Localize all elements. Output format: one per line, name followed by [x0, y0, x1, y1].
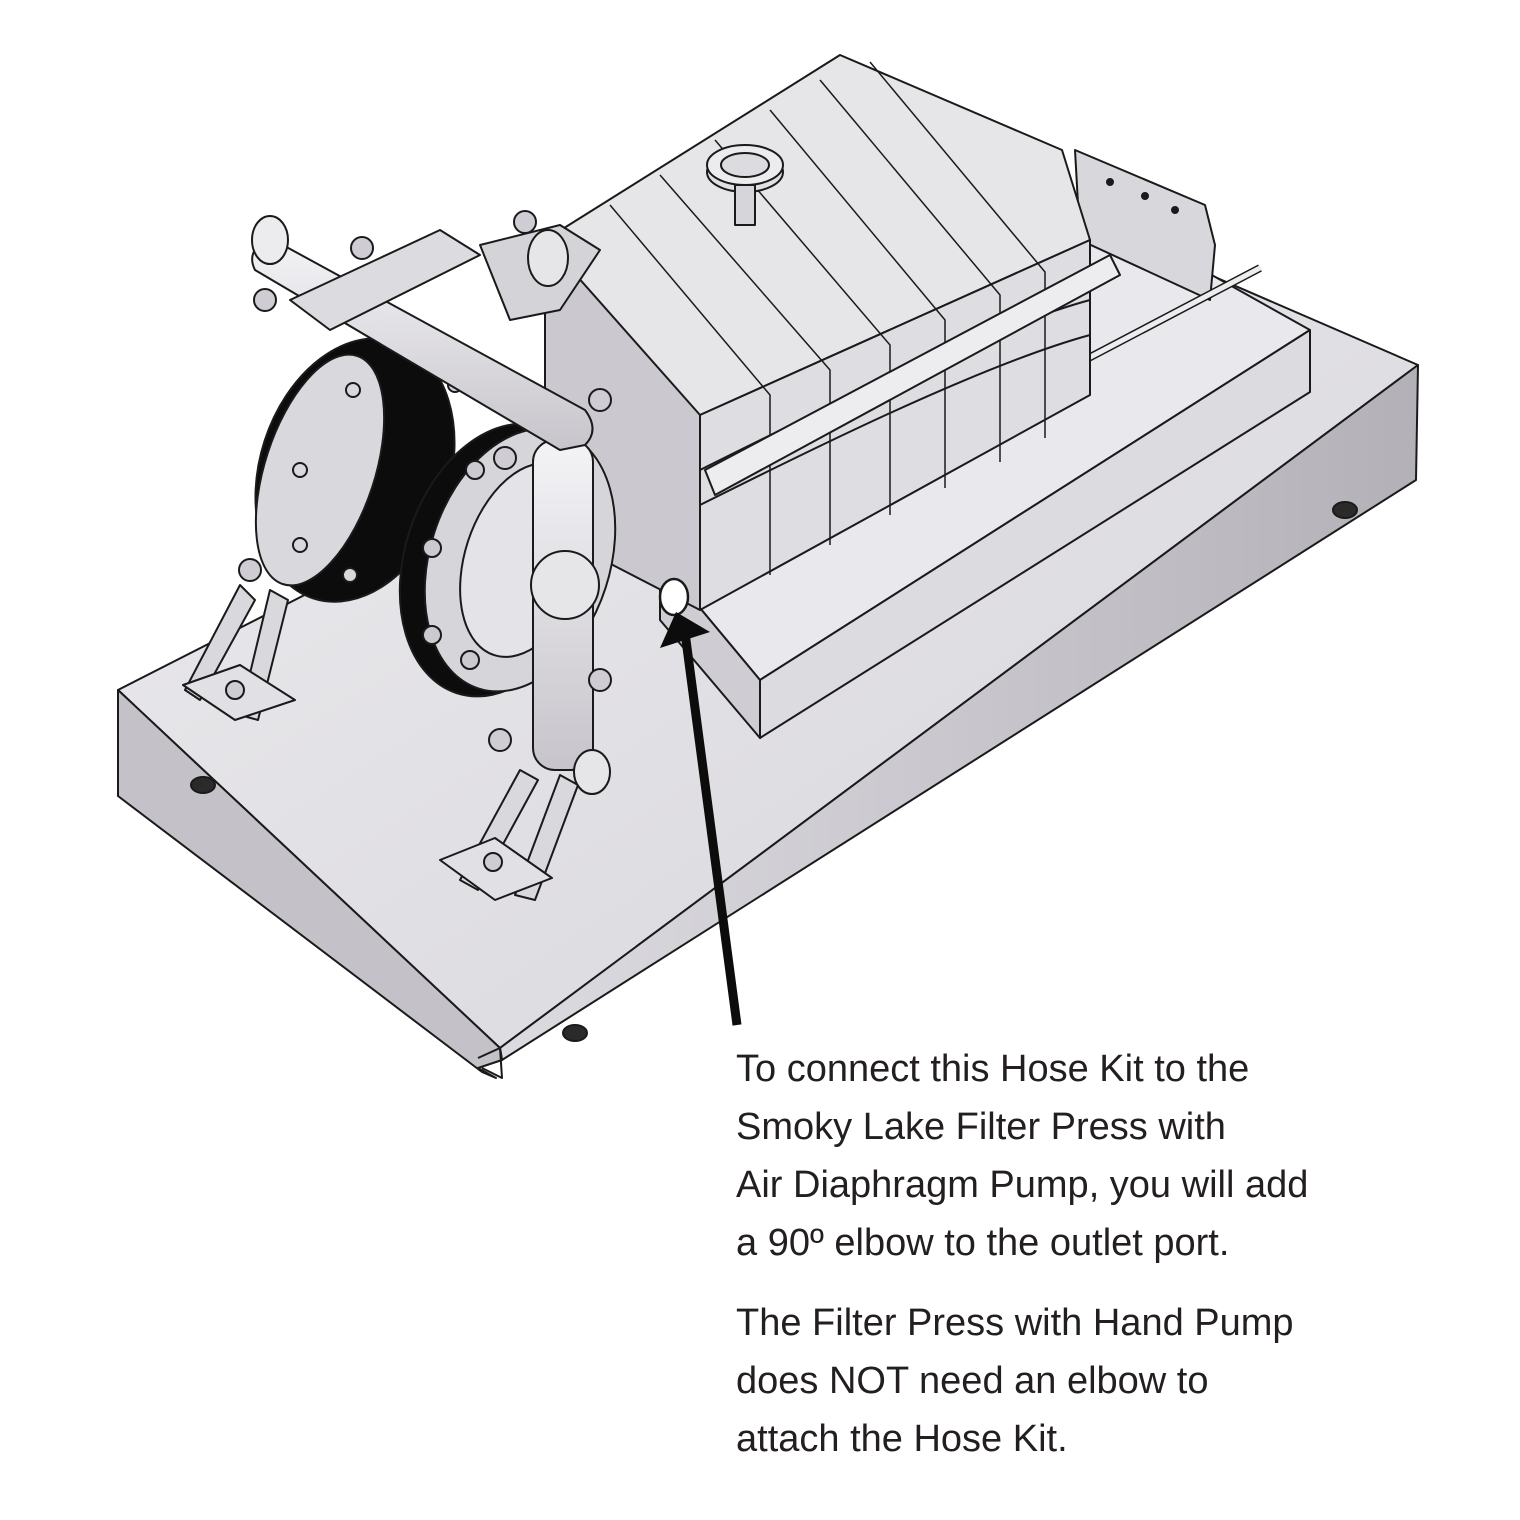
air-diaphragm-pump: [182, 210, 617, 901]
base-foot: [190, 776, 216, 794]
callout-line: does NOT need an elbow to: [736, 1360, 1209, 1402]
plate-lines: [609, 61, 1046, 575]
base-foot: [562, 1024, 588, 1042]
leader-arrowhead: [660, 612, 710, 648]
callout-line: To connect this Hose Kit to the: [736, 1048, 1250, 1090]
callout-line: Smoky Lake Filter Press with: [736, 1106, 1226, 1148]
callout-paragraph-elbow: To connect this Hose Kit to the Smoky La…: [736, 1040, 1436, 1272]
callout-line: attach the Hose Kit.: [736, 1418, 1068, 1460]
side-rail: [704, 254, 1121, 496]
base-lip: [477, 1047, 503, 1079]
callout-leader: [660, 612, 742, 1026]
pump-bolts: [238, 210, 612, 752]
outlet-port: [658, 577, 690, 617]
lower-port: [573, 749, 611, 795]
stack-ridge: [699, 334, 1091, 506]
callout-line: The Filter Press with Hand Pump: [736, 1302, 1294, 1344]
callout-line: Air Diaphragm Pump, you will add: [736, 1164, 1309, 1206]
callout-line: a 90º elbow to the outlet port.: [736, 1222, 1230, 1264]
callout-paragraph-hand-pump: The Filter Press with Hand Pump does NOT…: [736, 1294, 1436, 1468]
pump-bracket: [289, 229, 481, 331]
leader-line: [679, 624, 742, 1026]
pump-leg: [184, 584, 256, 701]
base-foot: [1332, 501, 1358, 519]
